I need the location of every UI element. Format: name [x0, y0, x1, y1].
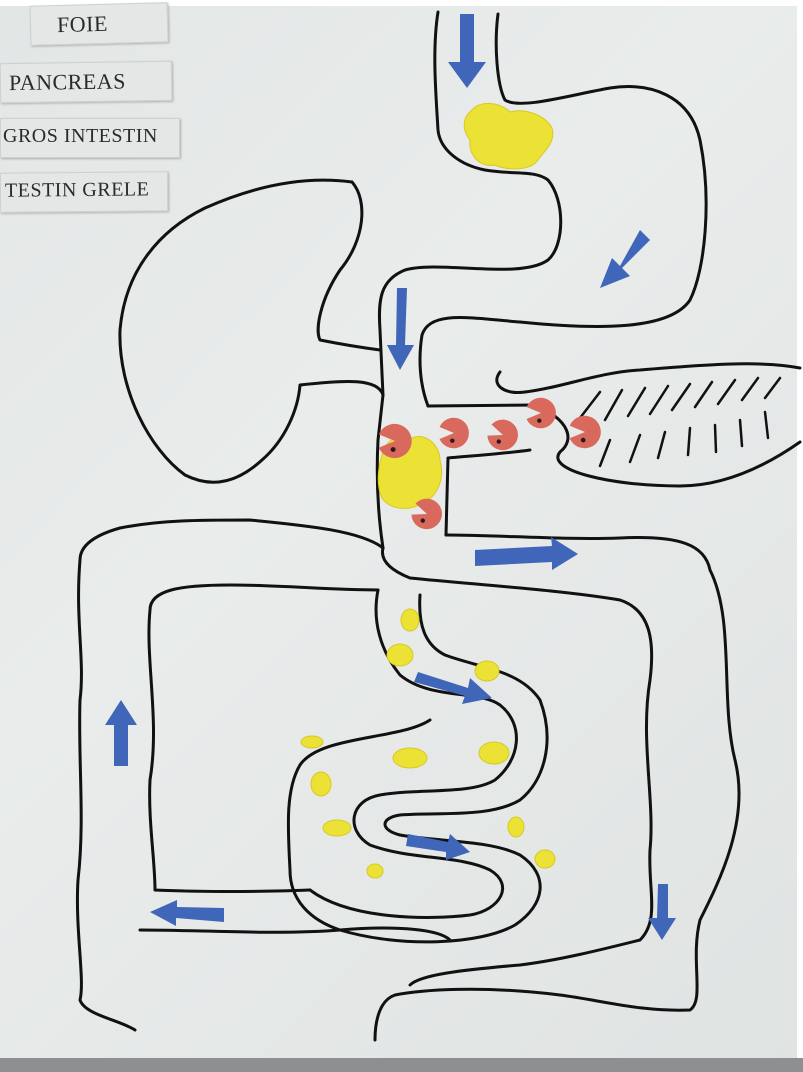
large-intestine-outer: [77, 520, 739, 1040]
arrow-down-icon: [448, 14, 486, 88]
food-particles: [301, 103, 555, 878]
arrow-right-icon: [475, 537, 578, 570]
food-dot: [301, 736, 323, 748]
food-blob-esophagus: [464, 103, 553, 169]
enzyme-icon: [570, 416, 601, 448]
food-dot: [508, 817, 524, 837]
enzyme-icon: [484, 416, 522, 455]
food-dot: [401, 609, 419, 631]
enzyme-icon: [440, 418, 469, 449]
arrow-left-icon: [150, 900, 224, 926]
pancreas-hatching: [580, 378, 780, 466]
enzyme-icon: [379, 424, 412, 458]
food-dot: [393, 748, 427, 768]
arrow-down-left-icon: [600, 230, 650, 288]
arrow-down-icon: [387, 288, 414, 370]
food-dot: [535, 850, 555, 868]
enzyme-icon: [527, 398, 556, 429]
arrow-up-icon: [105, 700, 137, 766]
food-dot: [479, 742, 509, 764]
food-dot: [367, 864, 383, 878]
food-dot: [311, 772, 331, 796]
food-dot: [387, 644, 413, 666]
food-dot: [323, 820, 351, 836]
liver-outline: [120, 180, 383, 482]
small-intestine-wall-b: [288, 595, 547, 942]
food-dot: [475, 661, 499, 681]
